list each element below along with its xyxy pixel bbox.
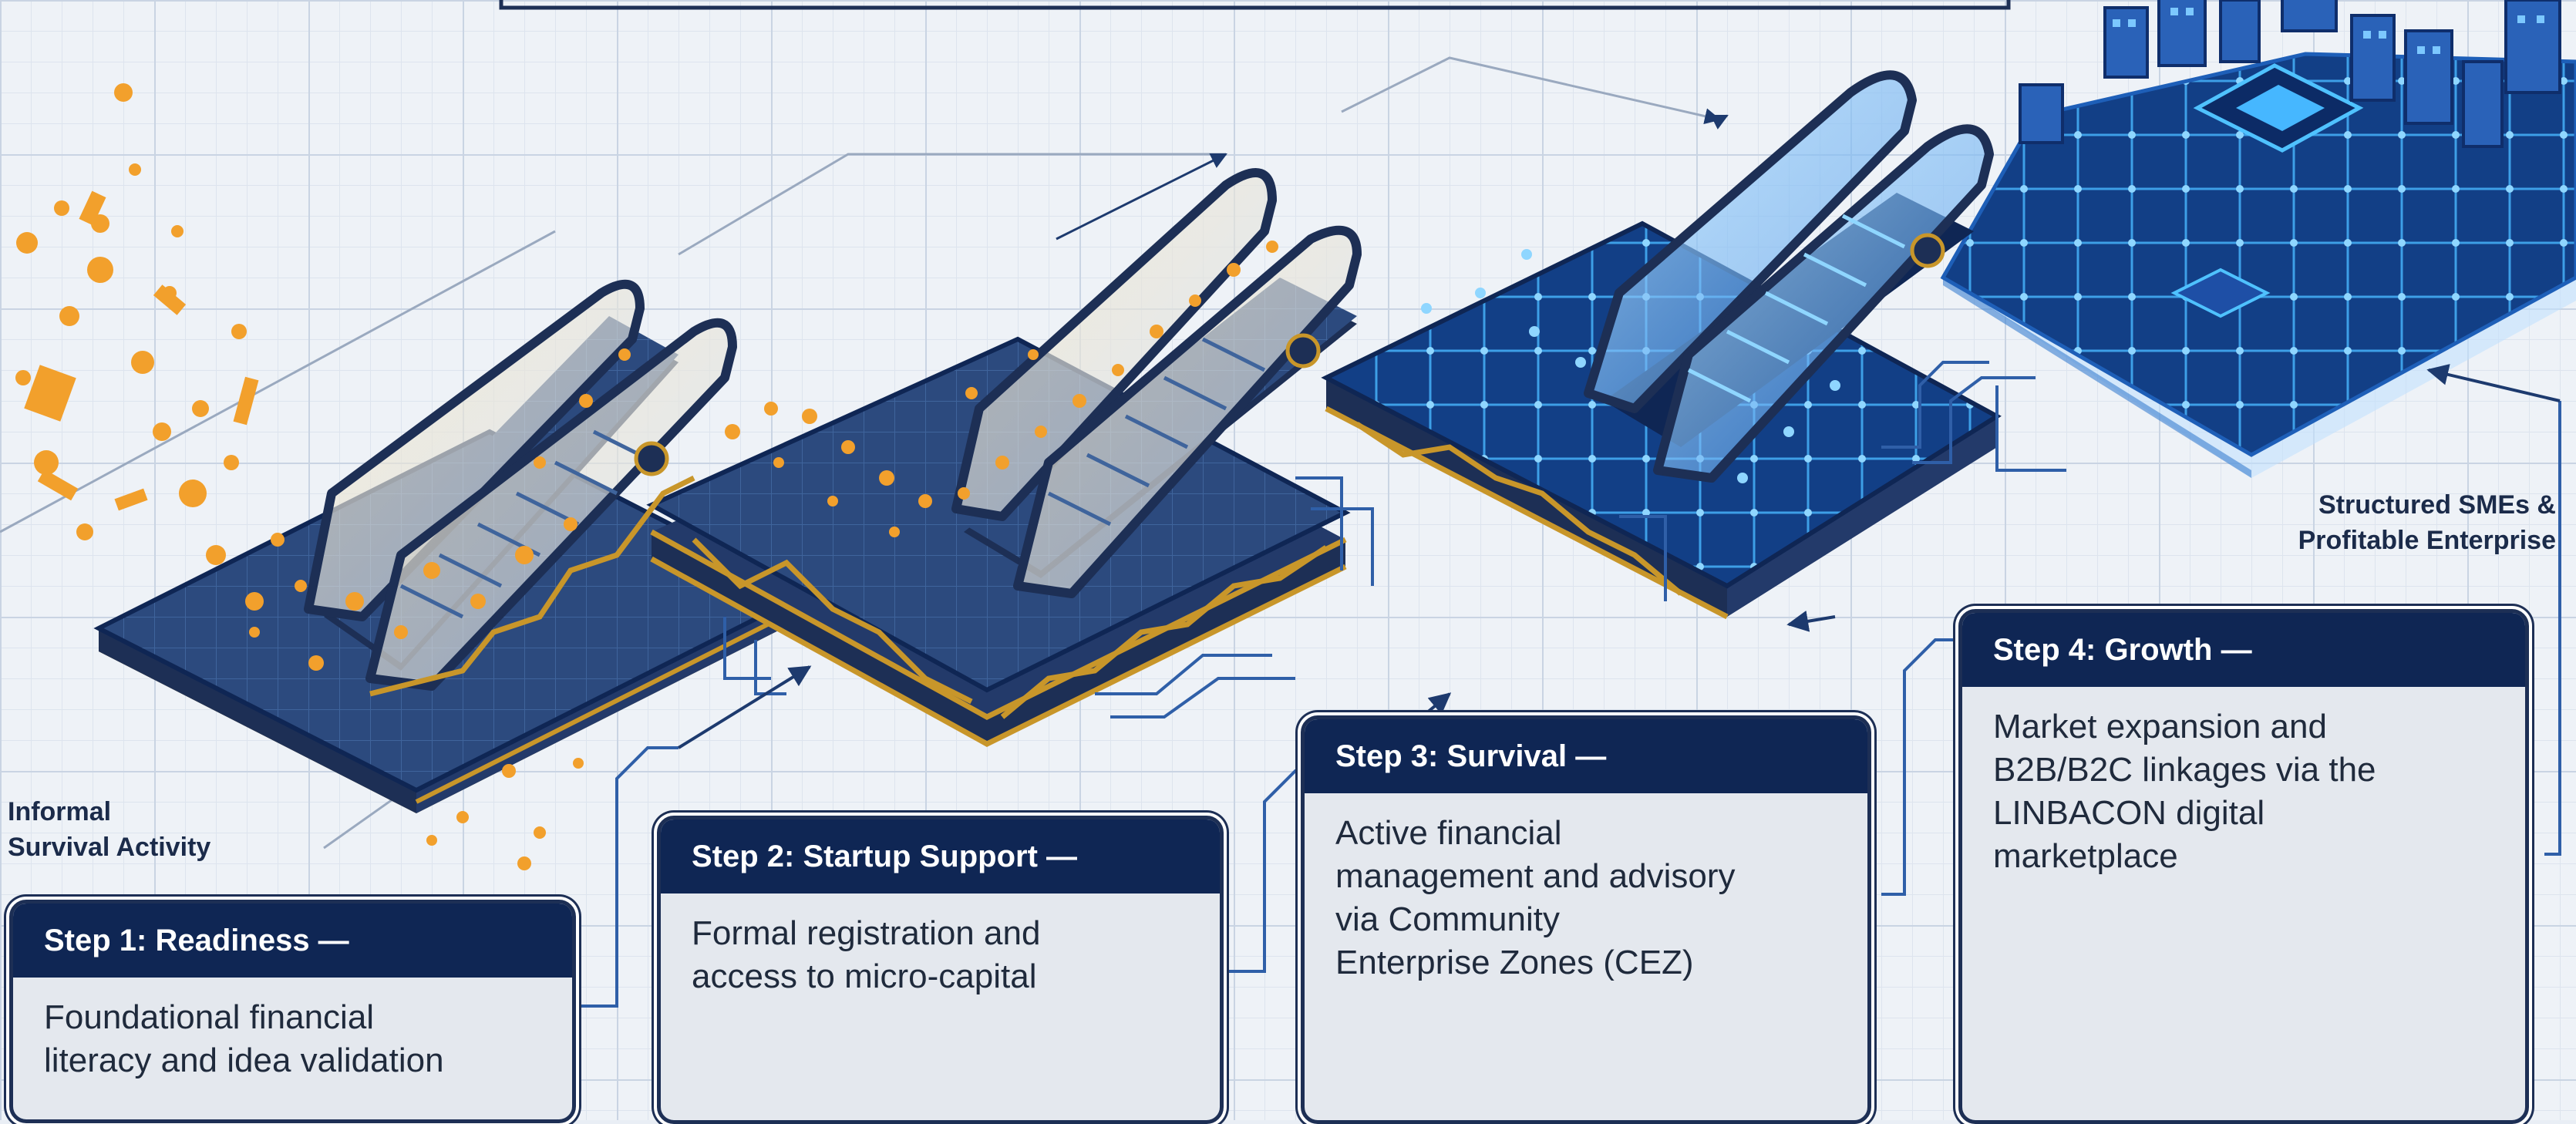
step-2-line-2: access to micro-capital	[692, 957, 1037, 995]
label-start-line-1: Informal	[8, 797, 112, 826]
escalator-step-3	[1584, 70, 1994, 483]
step-1-description: Foundational financial literacy and idea…	[13, 978, 572, 1101]
step-3-line-4: Enterprise Zones (CEZ)	[1335, 944, 1694, 981]
platform-step-4	[1940, 0, 2576, 478]
step-4-line-3: LINBACON digital	[1993, 794, 2265, 832]
step-1-line-2: literacy and idea validation	[44, 1042, 444, 1079]
label-end-line-1: Structured SMEs &	[2318, 490, 2556, 520]
step-4-line-4: marketplace	[1993, 837, 2178, 875]
step-2-card: Step 2: Startup Support — Formal registr…	[657, 816, 1224, 1124]
informal-activity-particles	[15, 83, 631, 870]
step-4-title: Step 4: Growth —	[1962, 613, 2525, 687]
step-4-line-2: B2B/B2C linkages via the	[1993, 751, 2376, 789]
flow-particles-step-2	[725, 241, 1278, 537]
step-4-description: Market expansion and B2B/B2C linkages vi…	[1962, 687, 2525, 897]
step-2-description: Formal registration and access to micro-…	[661, 893, 1220, 1017]
label-end-line-2: Profitable Enterprise	[2298, 526, 2556, 555]
escalator-step-1	[304, 279, 737, 697]
step-4-card: Step 4: Growth — Market expansion and B2…	[1958, 609, 2529, 1124]
label-structured-smes: Structured SMEs & Profitable Enterprise	[2240, 487, 2556, 558]
step-1-line-1: Foundational financial	[44, 998, 375, 1036]
step-3-card: Step 3: Survival — Active financial mana…	[1301, 715, 1871, 1124]
step-3-line-2: management and advisory	[1335, 857, 1736, 895]
step-1-title: Step 1: Readiness —	[13, 904, 572, 978]
circuit-particles-step-3	[1421, 249, 1840, 483]
step-3-line-3: via Community	[1335, 900, 1560, 938]
step-1-card: Step 1: Readiness — Foundational financi…	[9, 900, 576, 1123]
step-3-line-1: Active financial	[1335, 814, 1562, 852]
label-informal-survival-activity: Informal Survival Activity	[8, 794, 210, 865]
step-3-title: Step 3: Survival —	[1305, 719, 1867, 793]
step-3-description: Active financial management and advisory…	[1305, 793, 1867, 1003]
top-frame	[499, 0, 2011, 10]
label-start-line-2: Survival Activity	[8, 833, 211, 862]
step-2-title: Step 2: Startup Support —	[661, 819, 1220, 893]
step-4-line-1: Market expansion and	[1993, 708, 2327, 745]
step-2-line-1: Formal registration and	[692, 914, 1041, 952]
escalator-step-2	[951, 168, 1362, 598]
